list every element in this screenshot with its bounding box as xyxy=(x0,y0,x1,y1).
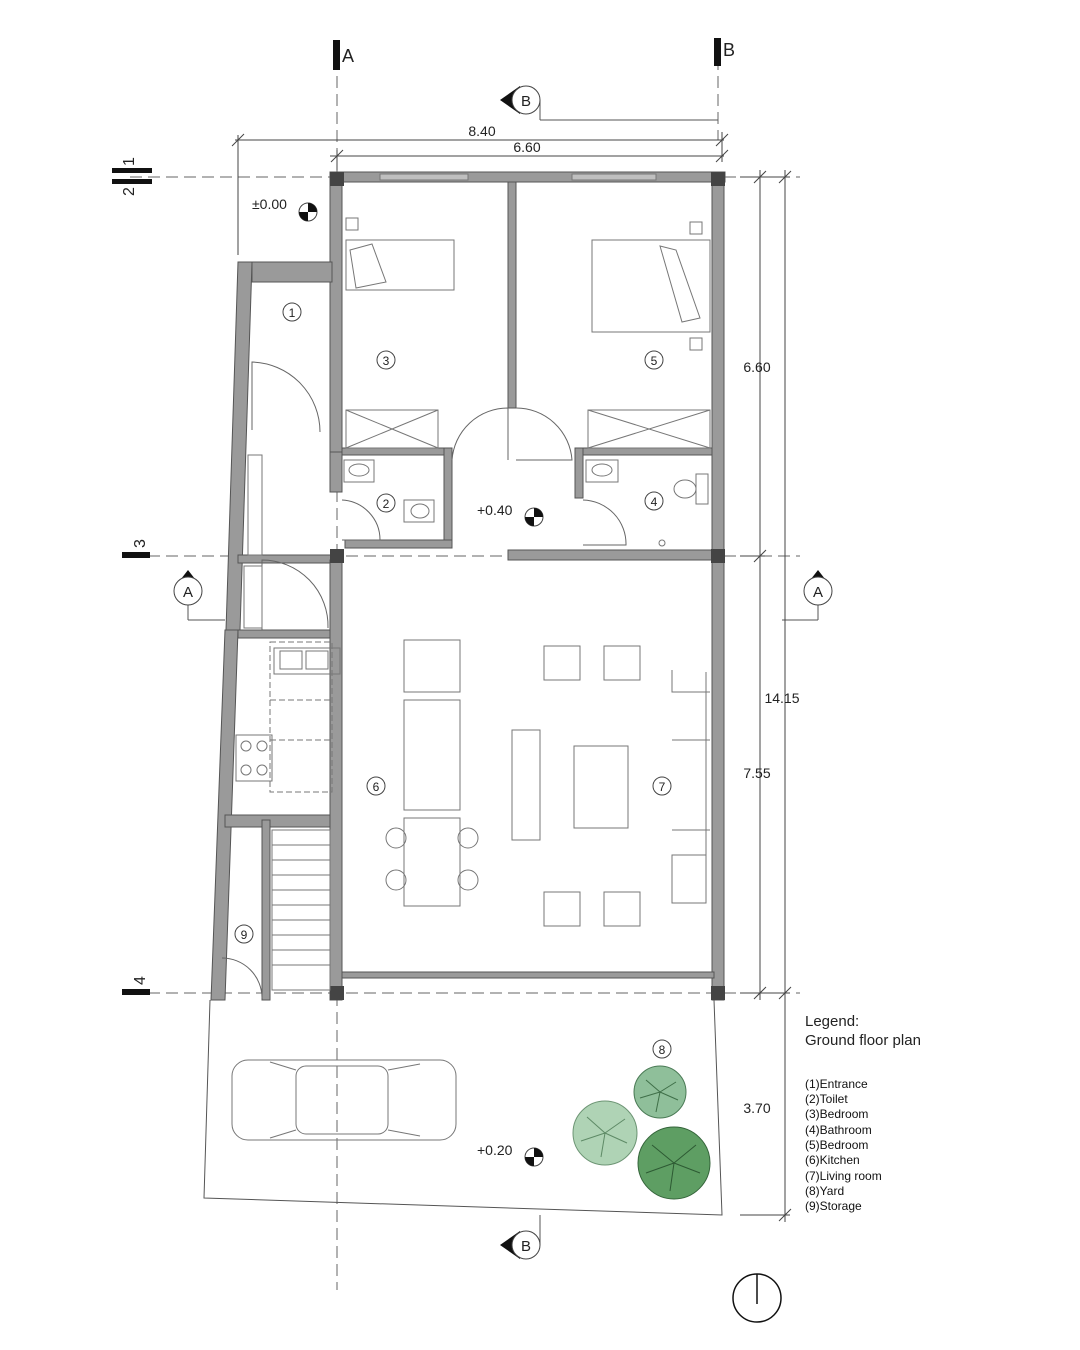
dim-depth-top: 6.60 xyxy=(743,359,770,375)
axis-1-label: 1 xyxy=(121,157,138,166)
level-marker-hall xyxy=(524,507,544,527)
doors xyxy=(221,361,627,999)
legend-item: (3)Bedroom xyxy=(805,1107,868,1121)
legend-item: (8)Yard xyxy=(805,1184,844,1198)
room-number-3: 3 xyxy=(376,350,396,370)
section-a-left-marker: A xyxy=(183,584,193,601)
legend-item: (1)Entrance xyxy=(805,1077,868,1091)
legend-title: Legend: xyxy=(805,1013,859,1030)
room-number-8: 8 xyxy=(652,1039,672,1059)
dim-top xyxy=(231,132,729,255)
walls xyxy=(210,171,726,1001)
section-a-right-marker: A xyxy=(813,584,823,601)
room-number-6: 6 xyxy=(366,776,386,796)
dim-right xyxy=(740,170,792,1222)
svg-text:1: 1 xyxy=(289,306,296,320)
section-a-bar xyxy=(333,40,340,70)
axis-2-bar xyxy=(112,179,152,184)
trees xyxy=(572,1065,711,1200)
toilet-fixtures xyxy=(343,459,435,523)
bedroom-3-furniture xyxy=(345,217,455,449)
dim-depth-yard: 3.70 xyxy=(743,1100,770,1116)
room-number-2: 2 xyxy=(376,493,396,513)
level-entrance: ±0.00 xyxy=(252,196,287,212)
legend-item: (7)Living room xyxy=(805,1169,882,1183)
level-marker-yard xyxy=(524,1147,544,1167)
legend-item: (4)Bathroom xyxy=(805,1123,872,1137)
columns xyxy=(330,172,725,1000)
legend-item: (6)Kitchen xyxy=(805,1153,860,1167)
bathroom-fixtures xyxy=(585,459,709,547)
axis-3-bar xyxy=(122,552,150,558)
dim-depth-middle: 7.55 xyxy=(743,765,770,781)
dim-overall-width: 8.40 xyxy=(468,123,495,139)
legend: Legend: Ground floor plan (1)Entrance (2… xyxy=(805,1013,921,1213)
axis-3-label: 3 xyxy=(132,539,149,548)
svg-text:9: 9 xyxy=(241,928,248,942)
legend-item: (2)Toilet xyxy=(805,1092,848,1106)
svg-text:7: 7 xyxy=(659,780,666,794)
stairs xyxy=(271,829,331,991)
dim-total-depth: 14.15 xyxy=(764,690,799,706)
axis-4-bar xyxy=(122,989,150,995)
level-yard: +0.20 xyxy=(477,1142,513,1158)
section-b-top-label: B xyxy=(723,40,735,60)
car xyxy=(231,1059,457,1141)
legend-item: (9)Storage xyxy=(805,1199,862,1213)
svg-text:2: 2 xyxy=(383,497,390,511)
legend-item: (5)Bedroom xyxy=(805,1138,868,1152)
room-number-4: 4 xyxy=(644,491,664,511)
living-furniture xyxy=(511,645,710,927)
dim-inner-width: 6.60 xyxy=(513,139,540,155)
room-number-1: 1 xyxy=(282,302,302,322)
room-number-7: 7 xyxy=(652,776,672,796)
section-marker-b-bottom: B xyxy=(500,1215,541,1260)
svg-text:8: 8 xyxy=(659,1043,666,1057)
level-marker-entrance xyxy=(298,202,318,222)
level-hall: +0.40 xyxy=(477,502,513,518)
section-b-bottom-marker: B xyxy=(521,1238,531,1255)
section-a-top-label: A xyxy=(342,46,354,66)
north-arrow-icon xyxy=(732,1273,782,1323)
svg-text:5: 5 xyxy=(651,354,658,368)
axis-1-bar xyxy=(112,168,152,173)
section-marker-b-top: B xyxy=(500,85,718,121)
bedroom-5-furniture xyxy=(587,221,711,449)
axis-4-label: 4 xyxy=(132,976,149,985)
legend-subtitle: Ground floor plan xyxy=(805,1032,921,1049)
axis-2-label: 2 xyxy=(121,187,138,196)
section-marker-a-right: A xyxy=(782,570,833,621)
kitchen-furniture xyxy=(235,639,479,907)
section-b-top-marker: B xyxy=(521,93,531,110)
svg-text:6: 6 xyxy=(373,780,380,794)
section-b-bar xyxy=(714,38,721,66)
svg-text:4: 4 xyxy=(651,495,658,509)
svg-text:3: 3 xyxy=(383,354,390,368)
room-number-9: 9 xyxy=(234,924,254,944)
room-number-5: 5 xyxy=(644,350,664,370)
yard-boundary xyxy=(203,999,723,1216)
section-marker-a-left: A xyxy=(173,570,225,621)
